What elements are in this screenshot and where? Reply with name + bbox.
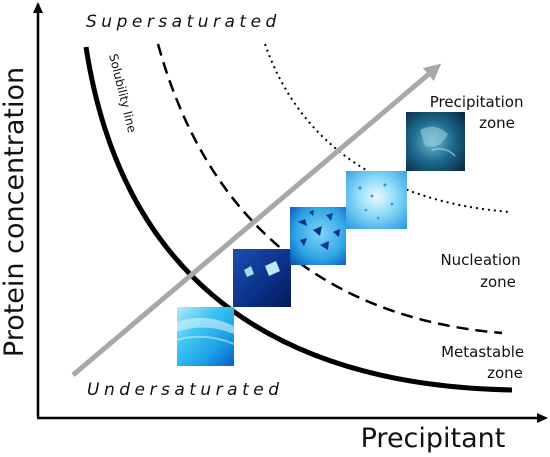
precipitation-boundary-dotted <box>264 43 511 213</box>
nucleation-boundary-dashed <box>156 43 503 335</box>
axes <box>33 2 548 423</box>
precipitation-zone-label-line1: Precipitation <box>430 93 524 111</box>
undersaturated-region-label: Undersaturated <box>87 380 284 400</box>
nucleation-zone-label: Nucleation zone <box>440 251 525 291</box>
solubility-curve <box>83 46 513 393</box>
precipitation-zone-label: Precipitation zone <box>430 93 529 132</box>
precipitation-zone-label-line2: zone <box>479 114 515 132</box>
y-axis-arrowhead <box>33 2 43 13</box>
solubility-line-label: Solubility line <box>106 52 139 134</box>
crystal-image-3 <box>290 207 346 265</box>
metastable-zone-label: Metastable zone <box>441 343 529 382</box>
crystal-image-4 <box>346 171 407 229</box>
crystal-image-1 <box>176 307 235 366</box>
crystallization-path-arrow <box>71 63 442 377</box>
nucleation-zone-label-line1: Nucleation <box>440 251 520 269</box>
nucleation-zone-label-line2: zone <box>480 273 516 291</box>
supersaturated-region-label: Supersaturated <box>86 12 281 32</box>
x-axis-title: Precipitant <box>361 423 506 454</box>
crystal-image-5 <box>406 112 465 171</box>
x-axis-arrowhead <box>537 413 548 423</box>
metastable-zone-label-line2: zone <box>487 364 523 382</box>
y-axis-title: Protein concentration <box>0 67 30 357</box>
metastable-zone-label-line1: Metastable <box>441 343 524 361</box>
crystal-image-2 <box>233 249 291 307</box>
